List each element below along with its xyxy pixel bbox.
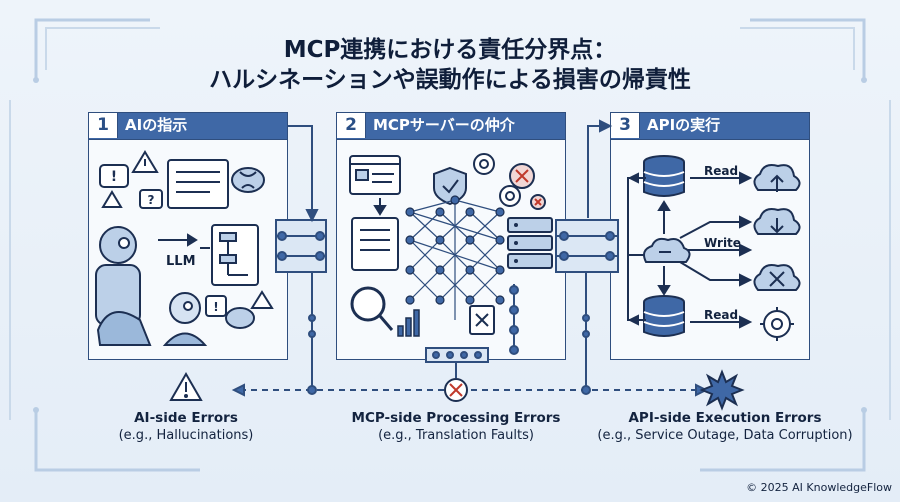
mcp-error-title: MCP-side Processing Errors [351,410,561,426]
op-label-read-2: Read [704,308,739,322]
page-title-line-1: MCP連携における責任分界点： [283,37,617,63]
panel-1-header: 1 AIの指示 [88,112,288,140]
api-error-block: API-side Execution Errors (e.g., Service… [590,410,860,444]
copyright-footer: © 2025 AI KnowledgeFlow [746,481,892,494]
op-label-write: Write [704,236,741,250]
ai-error-subtitle: (e.g., Hallucinations) [118,428,254,443]
panel-1-body [88,140,288,360]
ai-error-title: AI-side Errors [134,410,238,426]
page-title-line-2: ハルシネーションや誤動作による損害の帰責性 [209,67,691,93]
api-error-title: API-side Execution Errors [628,410,822,426]
mcp-error-block: MCP-side Processing Errors (e.g., Transl… [336,410,576,444]
mcp-error-subtitle: (e.g., Translation Faults) [378,428,534,443]
op-label-read-1: Read [704,164,739,178]
panel-3-header: 3 APIの実行 [610,112,810,140]
panel-1-label: AIの指示 [125,116,188,134]
panel-2-body [336,140,566,360]
panel-2-label: MCPサーバーの仲介 [373,116,515,134]
ai-error-block: AI-side Errors (e.g., Hallucinations) [86,410,286,444]
panel-2-header: 2 MCPサーバーの仲介 [336,112,566,140]
panel-1-number: 1 [89,113,118,138]
panel-3-label: APIの実行 [647,116,721,134]
panel-3-number: 3 [611,113,640,138]
panel-2-number: 2 [337,113,366,138]
llm-label: LLM [166,254,196,269]
api-error-subtitle: (e.g., Service Outage, Data Corruption) [597,428,853,443]
